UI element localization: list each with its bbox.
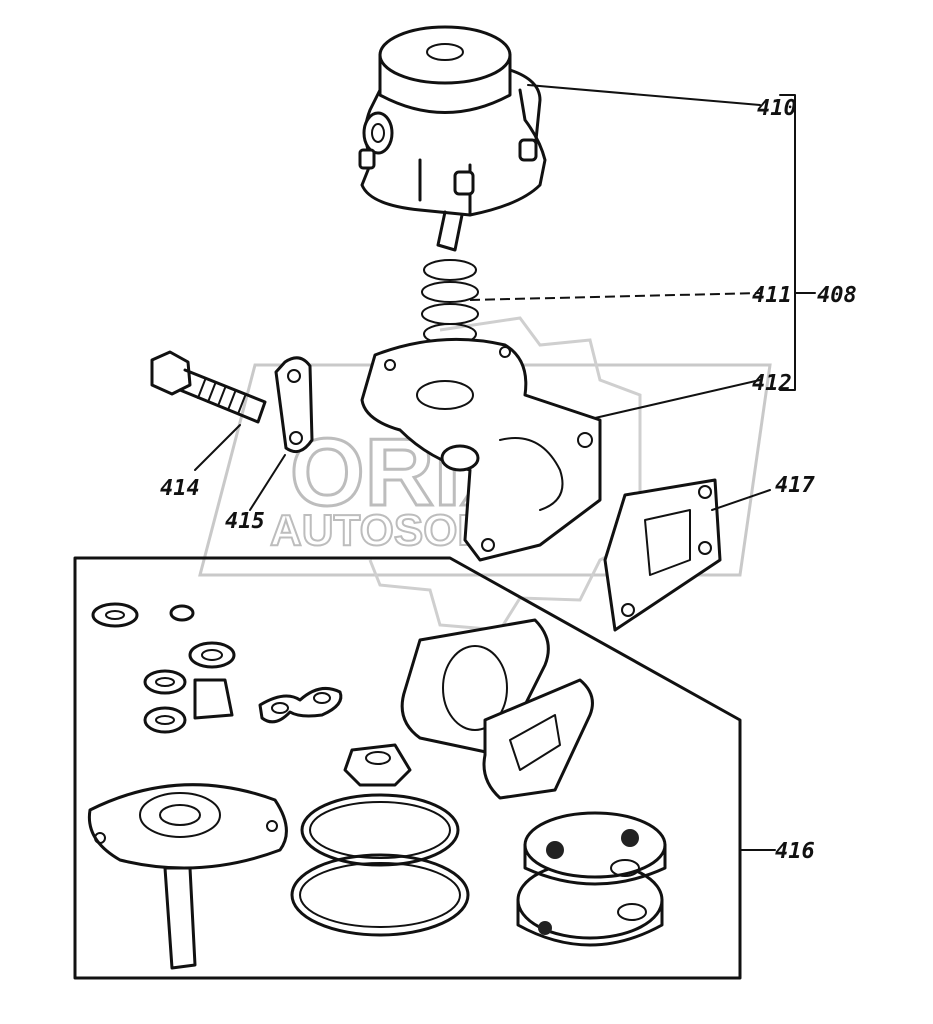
- leader-lines: [194, 84, 816, 851]
- gasket-417: [603, 478, 722, 632]
- pump-upper-housing-410: [358, 25, 547, 217]
- repair-kit-parts: [87, 602, 667, 970]
- callout-412: 412: [752, 371, 792, 396]
- spring-rod-411: [421, 210, 479, 345]
- bolt-414: [150, 350, 267, 424]
- callout-416: 416: [775, 839, 815, 864]
- callout-415: 415: [225, 509, 265, 534]
- callout-410: 410: [757, 96, 797, 121]
- pump-lower-housing-412: [360, 337, 602, 562]
- plate-415: [274, 356, 314, 454]
- callout-labels: 410 411 408 412 414 415 417 416: [160, 96, 857, 864]
- callout-411: 411: [752, 283, 792, 308]
- callout-417: 417: [775, 473, 815, 498]
- callout-408: 408: [817, 283, 857, 308]
- callout-414: 414: [160, 476, 200, 501]
